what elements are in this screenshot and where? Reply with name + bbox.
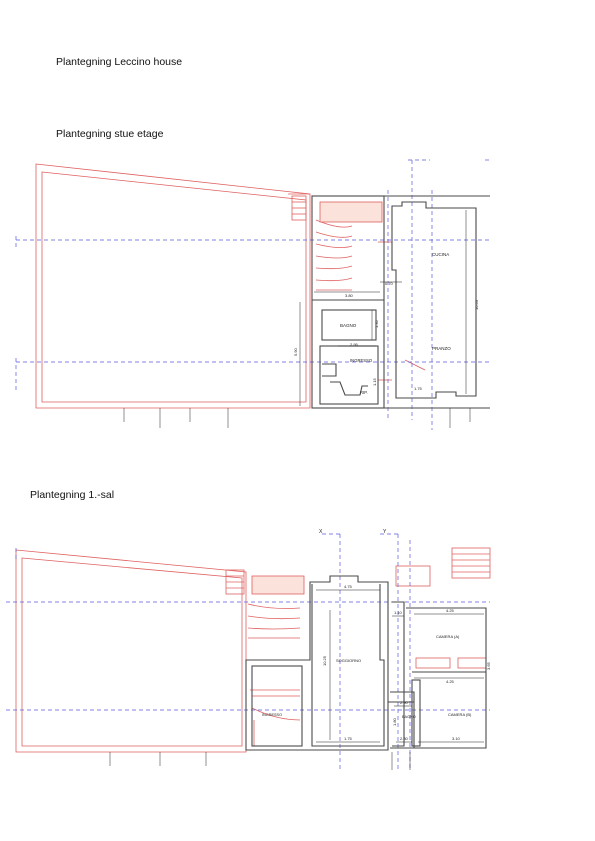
dim-label: 1.80 bbox=[392, 717, 397, 726]
dim-label: 1.35 bbox=[374, 319, 379, 328]
room-label-soggiorno: SOGGIORNO bbox=[336, 658, 361, 663]
dim-label: 4.25 bbox=[446, 608, 455, 613]
ground-floor-heading: Plantegning stue etage bbox=[56, 128, 164, 140]
dim-label: 1.75 bbox=[414, 386, 423, 391]
dim-label: 1.10 bbox=[394, 610, 403, 615]
dim-label: 3.80 bbox=[345, 293, 354, 298]
axis-lines bbox=[15, 159, 490, 430]
page-title: Plantegning Leccino house bbox=[56, 56, 183, 68]
first-floor-plan: X Y SOGGIORNO CAMERA (A) CAMERA (B) BAGN… bbox=[6, 529, 491, 770]
dim-label: 1.75 bbox=[344, 736, 353, 741]
dim-label: 2.95 bbox=[350, 342, 359, 347]
dim-label: 1.15 bbox=[372, 377, 377, 386]
dim-label: 2.30 bbox=[400, 736, 409, 741]
room-label-ingresso: INGRESSO bbox=[350, 358, 373, 363]
room-label-rip: RIP. bbox=[360, 390, 368, 395]
room-label-camera-b: CAMERA (B) bbox=[448, 712, 472, 717]
dim-label: 2.90 bbox=[400, 700, 409, 705]
room-label-bagno: BAGNO bbox=[340, 323, 357, 328]
dim-label: 4.25 bbox=[446, 679, 455, 684]
dimension-lines bbox=[109, 589, 484, 770]
dim-label: 0.70 bbox=[385, 281, 394, 286]
dim-label: 5.90 bbox=[293, 347, 298, 356]
first-floor-heading: Plantegning 1.-sal bbox=[30, 489, 115, 501]
dim-label: 4.75 bbox=[344, 584, 353, 589]
room-label-cucina: CUCINA bbox=[432, 252, 449, 257]
room-label-ingresso: INGRESSO bbox=[262, 713, 282, 717]
terrace-outline bbox=[15, 547, 491, 753]
room-label-bagno: BAGNO bbox=[402, 715, 416, 719]
walls bbox=[311, 195, 490, 409]
dim-label: 10.25 bbox=[322, 655, 327, 666]
room-label-camera-a: CAMERA (A) bbox=[436, 634, 460, 639]
dim-label: 10.63 bbox=[474, 299, 479, 310]
dim-label: 3.10 bbox=[452, 736, 461, 741]
axis-marker-x: X bbox=[319, 529, 323, 535]
ground-floor-plan: CUCINA PRANZO BAGNO INGRESSO RIP. 3.80 0… bbox=[15, 159, 490, 430]
axis-lines bbox=[6, 533, 490, 770]
dim-label: 3.65 bbox=[486, 661, 491, 670]
axis-marker-y: Y bbox=[383, 529, 387, 535]
dimension-lines bbox=[123, 210, 471, 428]
terrace-outline bbox=[35, 163, 426, 409]
room-label-pranzo: PRANZO bbox=[432, 346, 451, 351]
walls bbox=[245, 575, 487, 751]
